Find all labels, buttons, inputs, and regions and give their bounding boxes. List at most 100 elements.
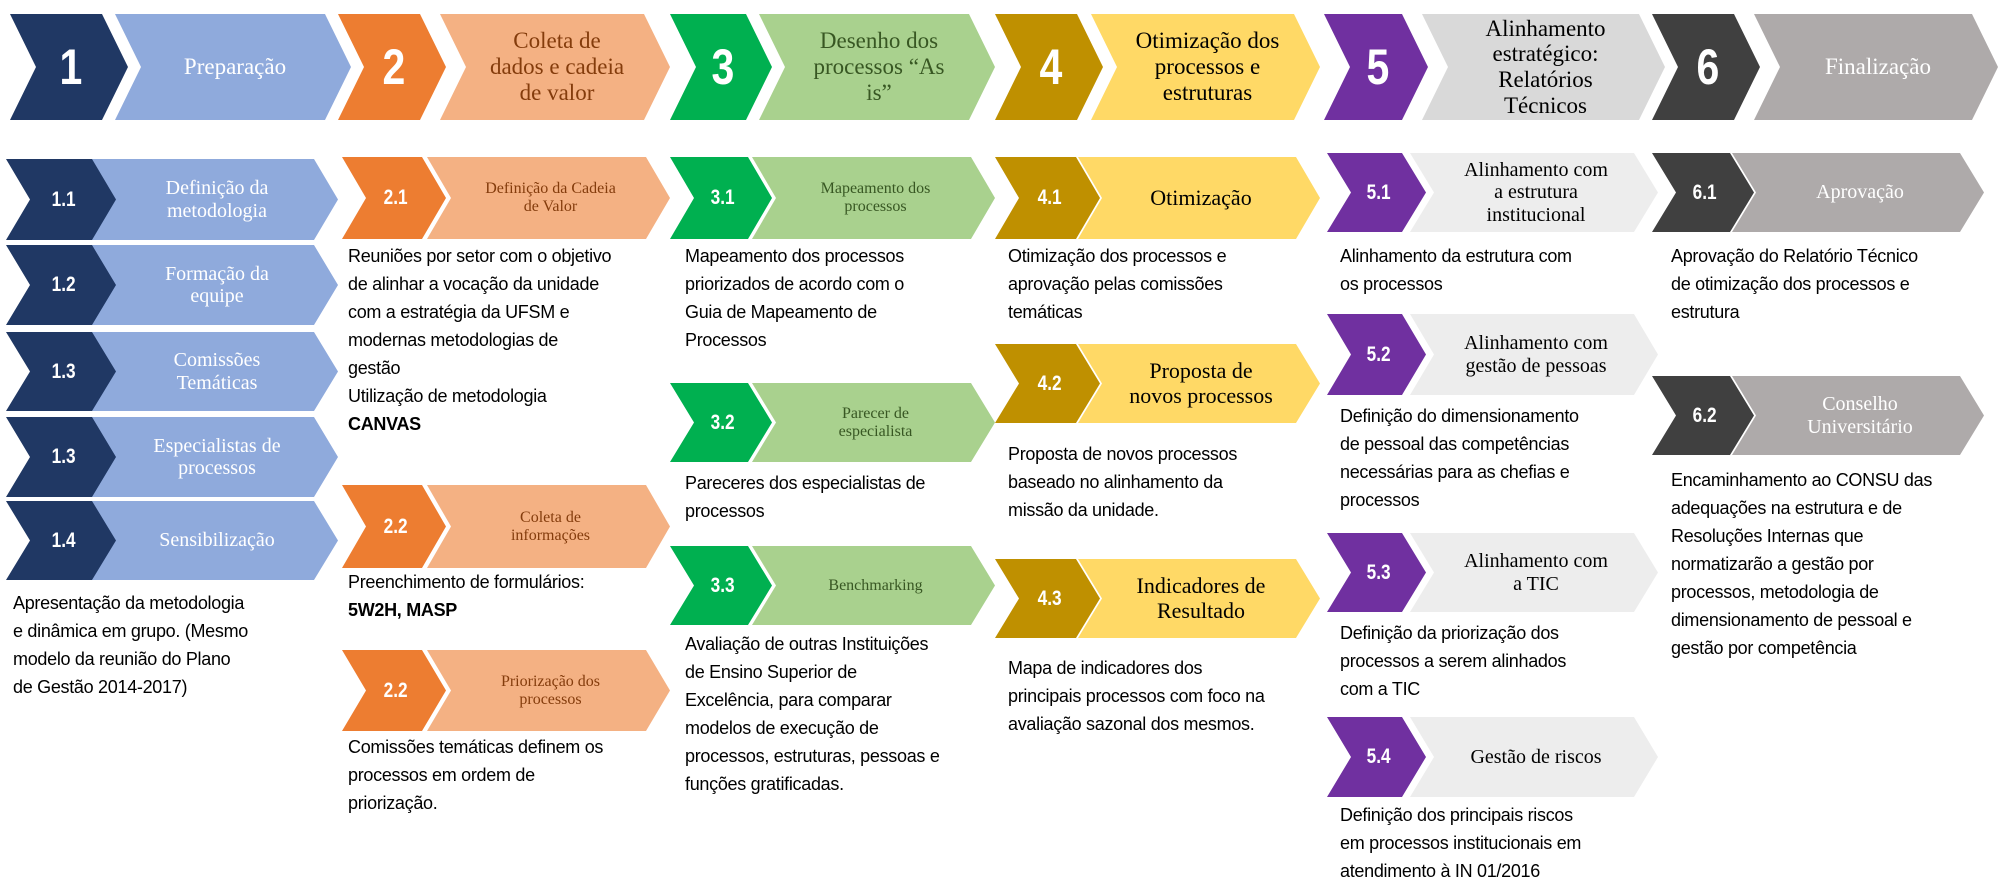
step-6.2-description: Encaminhamento ao CONSU das adequações n…	[1671, 466, 1932, 662]
step-label: Gestão de riscos	[1470, 745, 1602, 768]
step-2.2-description: Comissões temáticas definem os processos…	[348, 733, 603, 817]
step-label: Priorização dos processos	[500, 672, 601, 708]
description-bold-text: CANVAS	[348, 414, 421, 434]
step-number-text: 3.2	[711, 410, 735, 434]
step-3.2-number-chevron: 3.2	[670, 383, 772, 462]
description-text: Definição do dimensionamento de pessoal …	[1340, 406, 1579, 510]
phase-5-number-chevron: 5	[1324, 14, 1428, 120]
step-number-text: 1.3	[51, 445, 76, 468]
step-5.3-number-chevron: 5.3	[1327, 533, 1426, 612]
step-4.1-label-chevron: Otimização	[1078, 157, 1320, 239]
phase-1-title-chevron: Preparação	[115, 14, 351, 120]
step-number-text: 4.1	[1037, 186, 1062, 209]
step-5.2-label-chevron: Alinhamento com gestão de pessoas	[1410, 314, 1658, 395]
phase-4-title-chevron: Otimização dos processos e estruturas	[1091, 14, 1320, 120]
step-number-text: 1.3	[51, 359, 76, 383]
step-5.3-label-chevron: Alinhamento com a TIC	[1410, 533, 1658, 612]
phase-1-number-chevron: 1	[10, 14, 128, 120]
step-5.4-label-chevron: Gestão de riscos	[1410, 717, 1658, 797]
step-label: Conselho Universitário	[1807, 393, 1913, 438]
step-4.3-number-chevron: 4.3	[995, 559, 1100, 638]
phase-title: Alinhamento estratégico: Relatórios Técn…	[1485, 15, 1606, 118]
step-label: Sensibilização	[159, 529, 275, 552]
step-number-text: 3.1	[711, 186, 735, 209]
step-4.1-description: Otimização dos processos e aprovação pel…	[1008, 242, 1227, 326]
phase-title: Otimização dos processos e estruturas	[1135, 28, 1280, 105]
description-text: Alinhamento da estrutura com os processo…	[1340, 246, 1572, 294]
phase-2-number-chevron: 2	[338, 14, 446, 120]
step-label: Alinhamento com a estrutura instituciona…	[1464, 158, 1608, 226]
step-1.4-label-chevron: Sensibilização	[92, 501, 338, 580]
step-5.4-description: Definição dos principais riscos em proce…	[1340, 801, 1581, 885]
step-5.3-description: Definição da priorização dos processos a…	[1340, 619, 1566, 703]
step-3.2-label-chevron: Parecer de especialista	[752, 383, 995, 462]
step-number-text: 6.2	[1693, 403, 1717, 427]
step-label: Especialistas de processos	[153, 434, 281, 479]
step-number-text: 5.3	[1366, 560, 1391, 584]
phase-number-text: 5	[1366, 39, 1390, 95]
step-number-text: 1.4	[51, 528, 76, 552]
step-label: Coleta de informações	[510, 508, 591, 544]
step-2.1-label-chevron: Definição da Cadeia de Valor	[427, 157, 670, 239]
step-2.1-number-chevron: 2.1	[342, 157, 446, 239]
description-text: Apresentação da metodologia e dinâmica e…	[13, 593, 248, 697]
step-5.1-label-chevron: Alinhamento com a estrutura instituciona…	[1410, 153, 1658, 232]
description-text: Mapeamento dos processos priorizados de …	[685, 246, 905, 350]
step-1.2-label-chevron: Formação da equipe	[92, 245, 338, 325]
phase-title: Coleta de dados e cadeia de valor	[489, 28, 625, 105]
step-label: Indicadores de Resultado	[1136, 572, 1266, 623]
step-2.2-label-chevron: Coleta de informações	[427, 485, 670, 568]
step-label: Comissões Temáticas	[173, 349, 261, 394]
description-text: Definição dos principais riscos em proce…	[1340, 805, 1582, 881]
step-label: Alinhamento com a TIC	[1464, 550, 1608, 595]
phase-title: Desenho dos processos “As is”	[813, 28, 945, 105]
description-bold-text: 5W2H, MASP	[348, 600, 458, 620]
step-label: Definição da metodologia	[165, 177, 269, 222]
step-label: Parecer de especialista	[838, 404, 913, 440]
step-label: Otimização	[1150, 184, 1252, 210]
step-4.2-number-chevron: 4.2	[995, 344, 1100, 423]
description-text: Otimização dos processos e aprovação pel…	[1008, 246, 1227, 322]
step-label: Formação da equipe	[165, 262, 269, 307]
step-4.2-label-chevron: Proposta de novos processos	[1078, 344, 1320, 423]
step-5.1-description: Alinhamento da estrutura com os processo…	[1340, 242, 1572, 298]
step-number-text: 5.1	[1366, 180, 1391, 204]
phase-number-text: 6	[1696, 39, 1720, 95]
step-1.3-label-chevron: Comissões Temáticas	[92, 332, 338, 411]
step-2.2-label-chevron: Priorização dos processos	[427, 650, 670, 731]
step-2.2-description: Preenchimento de formulários: 5W2H, MASP	[348, 568, 585, 624]
step-3.3-number-chevron: 3.3	[670, 546, 772, 625]
step-2.2-number-chevron: 2.2	[342, 650, 446, 731]
step-number-text: 1.1	[51, 187, 76, 211]
step-number-text: 4.3	[1037, 586, 1062, 610]
description-text: Avaliação de outras Instituições de Ensi…	[685, 634, 940, 794]
step-number-text: 2.1	[384, 186, 408, 209]
step-5.4-number-chevron: 5.4	[1327, 717, 1426, 797]
step-3.3-description: Avaliação de outras Instituições de Ensi…	[685, 630, 940, 798]
step-2.2-number-chevron: 2.2	[342, 485, 446, 568]
step-label: Definição da Cadeia de Valor	[485, 180, 616, 215]
description-text: Preenchimento de formulários:	[348, 572, 585, 592]
step-label: Alinhamento com gestão de pessoas	[1464, 332, 1608, 377]
step-3.1-number-chevron: 3.1	[670, 157, 772, 239]
phase-number-text: 2	[382, 39, 406, 95]
step-3.1-description: Mapeamento dos processos priorizados de …	[685, 242, 904, 354]
step-2.1-description: Reuniões por setor com o objetivo de ali…	[348, 242, 612, 438]
step-4.3-description: Mapa de indicadores dos principais proce…	[1008, 654, 1265, 738]
step-label: Proposta de novos processos	[1129, 357, 1273, 408]
phase-title: Finalização	[1824, 54, 1931, 80]
step-3.1-label-chevron: Mapeamento dos processos	[752, 157, 995, 239]
step-6.2-number-chevron: 6.2	[1652, 376, 1754, 455]
step-label: Aprovação	[1816, 181, 1904, 204]
phase-5-title-chevron: Alinhamento estratégico: Relatórios Técn…	[1422, 14, 1665, 120]
step-number-text: 1.2	[51, 273, 76, 296]
phase-number-text: 1	[59, 39, 83, 95]
step-1.1-label-chevron: Definição da metodologia	[92, 159, 338, 240]
phase-6-title-chevron: Finalização	[1754, 14, 1998, 120]
step-5.2-number-chevron: 5.2	[1327, 314, 1426, 395]
step-number-text: 5.4	[1366, 745, 1391, 768]
step-number-text: 4.2	[1037, 371, 1062, 395]
step-number-text: 2.2	[384, 678, 408, 702]
step-4.2-description: Proposta de novos processos baseado no a…	[1008, 440, 1237, 524]
step-number-text: 3.3	[711, 573, 735, 597]
